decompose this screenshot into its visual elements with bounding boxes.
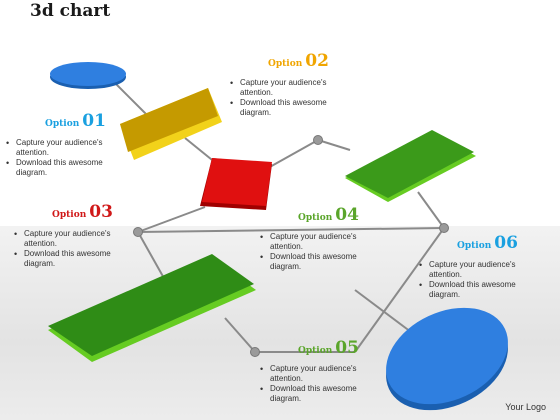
option-word: Option (45, 119, 80, 129)
junction-node (439, 223, 449, 233)
bullet-text: Capture your audience's attention. (260, 232, 368, 252)
option-number: 02 (305, 51, 329, 71)
connector-right-node-to-green (417, 191, 445, 229)
shape-red-square (200, 158, 272, 210)
page-title: 3d chart (30, 1, 111, 21)
shape-gold-parallelogram (120, 88, 222, 160)
option-word: Option (52, 210, 87, 220)
bullet-text: Capture your audience's attention. (230, 78, 338, 98)
option-06-bullets: Capture your audience's attention. Downl… (419, 260, 527, 300)
connector-red-to-left-node (137, 206, 206, 233)
bullet-text: Download this awesome diagram. (6, 158, 114, 178)
option-word: Option (268, 59, 303, 69)
junction-node (133, 227, 143, 237)
option-01-bullets: Capture your audience's attention. Downl… (6, 138, 114, 178)
option-04-bullets: Capture your audience's attention. Downl… (260, 232, 368, 272)
bullet-text: Capture your audience's attention. (419, 260, 527, 280)
option-word: Option (298, 346, 333, 356)
option-02-bullets: Capture your audience's attention. Downl… (230, 78, 338, 118)
option-number: 01 (82, 111, 106, 131)
bullet-text: Download this awesome diagram. (419, 280, 527, 300)
junction-node (313, 135, 323, 145)
bullet-text: Capture your audience's attention. (14, 229, 122, 249)
bullet-text: Capture your audience's attention. (6, 138, 114, 158)
bullet-text: Download this awesome diagram. (260, 252, 368, 272)
shape-green-rect-right (345, 130, 476, 202)
option-word: Option (298, 213, 333, 223)
connector-lines (109, 77, 445, 353)
option-word: Option (457, 241, 492, 251)
bullet-text: Download this awesome diagram. (14, 249, 122, 269)
shape-green-rect-left (48, 254, 256, 362)
option-03-bullets: Capture your audience's attention. Downl… (14, 229, 122, 269)
connector-red-to-node (267, 139, 319, 169)
connector-green-to-bottom-node (224, 317, 256, 353)
connector-horizontal-top (137, 227, 445, 233)
shape-blue-ellipse-bottom (386, 307, 508, 411)
option-number: 04 (335, 205, 359, 225)
junction-node (250, 347, 260, 357)
option-number: 03 (89, 202, 113, 222)
connector-left-node-to-green (137, 231, 166, 281)
bullet-text: Download this awesome diagram. (260, 384, 368, 404)
logo-placeholder: Your Logo (505, 402, 546, 412)
option-number: 06 (494, 233, 518, 253)
bullet-text: Capture your audience's attention. (260, 364, 368, 384)
shape-blue-ellipse-top (50, 62, 126, 89)
option-05-bullets: Capture your audience's attention. Downl… (260, 364, 368, 404)
connector-node-to-green (317, 139, 351, 151)
connector-to-blue-ellipse (354, 289, 416, 336)
connector-right-node-down (354, 227, 445, 353)
option-number: 05 (335, 338, 359, 358)
bullet-text: Download this awesome diagram. (230, 98, 338, 118)
